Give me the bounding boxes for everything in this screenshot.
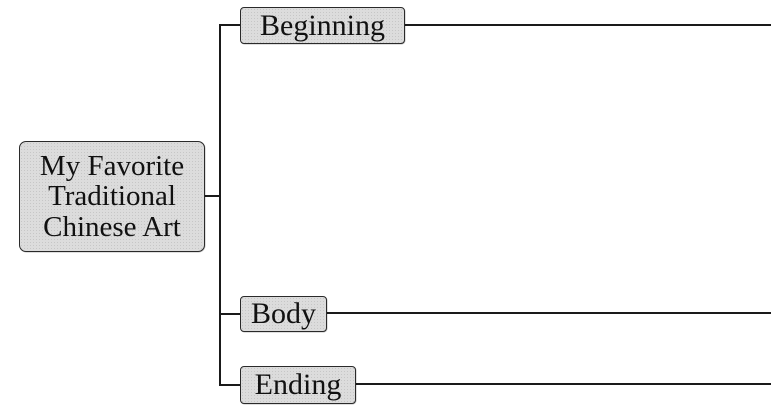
- body-writing-line: [327, 312, 771, 314]
- central-topic-node: My Favorite Traditional Chinese Art: [19, 141, 205, 252]
- branch-trunk-line: [219, 25, 221, 386]
- branch-node-body: Body: [240, 296, 327, 332]
- ending-connector-line: [219, 384, 240, 386]
- branch-label-ending: Ending: [254, 368, 342, 402]
- central-topic-line-1: My Favorite: [39, 149, 185, 182]
- branch-node-beginning: Beginning: [240, 7, 405, 44]
- branch-label-body: Body: [250, 297, 316, 331]
- branch-label-beginning: Beginning: [260, 8, 385, 42]
- central-topic-line-3: Chinese Art: [43, 210, 181, 243]
- ending-writing-line: [356, 383, 771, 385]
- central-topic-line-2: Traditional: [48, 180, 176, 213]
- beginning-connector-line: [219, 24, 240, 26]
- root-connector-line: [205, 195, 221, 197]
- beginning-writing-line: [405, 24, 771, 26]
- branch-node-ending: Ending: [240, 366, 356, 404]
- body-connector-line: [219, 313, 240, 315]
